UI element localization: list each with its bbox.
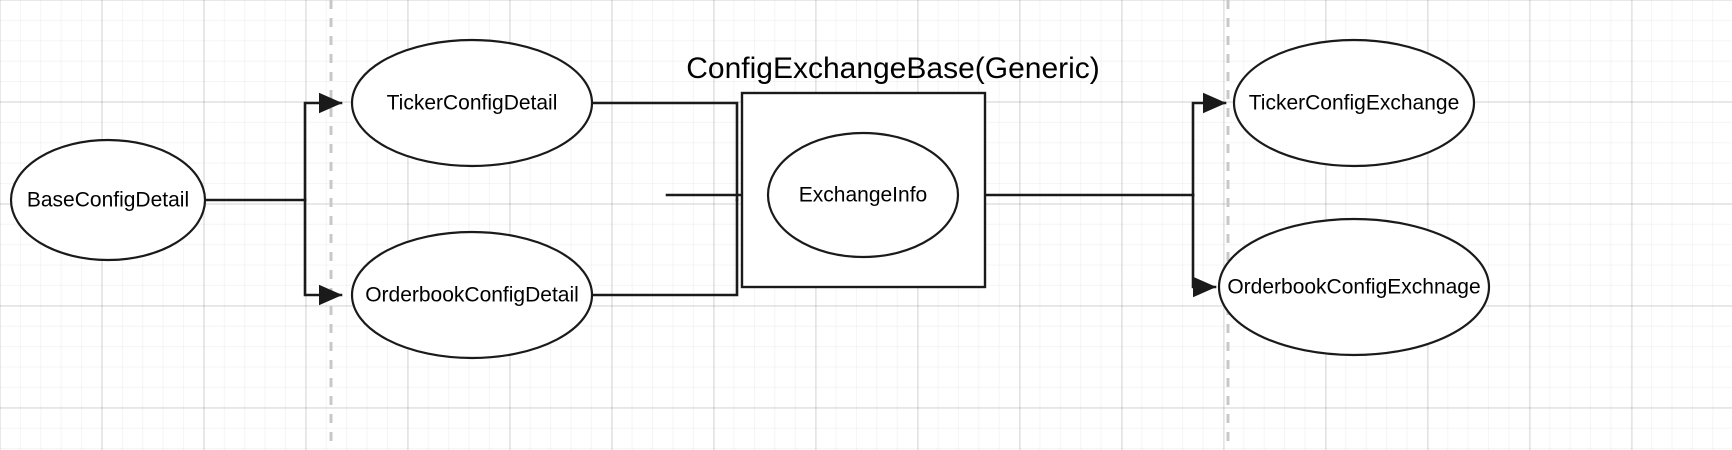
edge-base-to-orderbook[interactable] bbox=[303, 198, 343, 306]
edge-split-to-ticker-exchange[interactable] bbox=[1191, 92, 1227, 197]
node-ticker-config-exchange[interactable] bbox=[1232, 38, 1476, 168]
node-base-config-detail[interactable] bbox=[9, 138, 207, 262]
edge-base-to-ticker[interactable] bbox=[303, 92, 343, 202]
node-exchange-info[interactable] bbox=[766, 131, 960, 259]
node-orderbook-config-exchnage[interactable] bbox=[1217, 217, 1491, 357]
edge-split-to-orderbook-exchnage[interactable] bbox=[1191, 193, 1217, 298]
edge-ticker-to-merge[interactable] bbox=[590, 101, 739, 202]
edge-orderbook-to-merge[interactable] bbox=[590, 198, 739, 297]
node-ticker-config-detail[interactable] bbox=[350, 38, 594, 168]
node-orderbook-config-detail[interactable] bbox=[350, 230, 594, 360]
page-title: ConfigExchangeBase(Generic) bbox=[686, 52, 1100, 85]
